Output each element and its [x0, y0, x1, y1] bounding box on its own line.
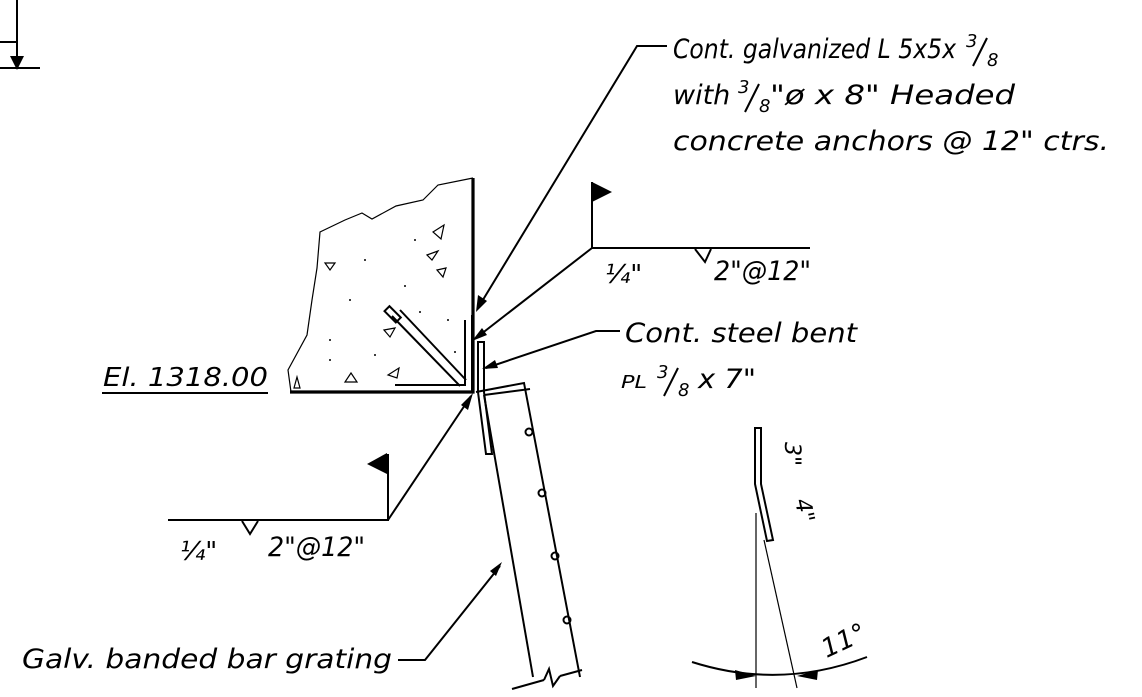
concrete-block — [287, 177, 475, 394]
plate-callout-frac-num: 3 — [657, 362, 668, 383]
grating-callout: Galv. banded bar grating — [22, 644, 392, 675]
plate-callout-frac-den: 8 — [678, 380, 689, 401]
elevation-label: El. 1318.00 — [103, 363, 268, 393]
grating-leader — [398, 562, 502, 661]
plate-detail-dim-upper: 3" — [779, 442, 804, 466]
top-weld-symbol — [591, 182, 810, 264]
bar-grating — [475, 381, 583, 690]
plate-detail-dim-lower: 4" — [789, 496, 818, 525]
angle-callout-frac-den: 8 — [987, 50, 998, 71]
angle-callout-line3: concrete anchors @ 12" ctrs. — [673, 126, 1109, 157]
angle-leader — [476, 45, 667, 312]
elevation-marker: El. 1318.00 — [102, 363, 268, 394]
angle-callout-line2-pre: with — [673, 80, 730, 111]
top-weld-text: ¼" 2"@12" — [605, 256, 811, 290]
angle-callout-line2-num: 3 — [738, 77, 749, 98]
galvanized-angle — [395, 315, 473, 392]
angle-callout-line2-den: 8 — [759, 96, 770, 117]
plate-detail: 3" 4" 11° — [691, 427, 871, 689]
angle-callout-line1: Cont. galvanized L 5x5x — [673, 34, 957, 65]
bottom-weld-size: ¼" — [180, 537, 217, 567]
top-weld-size: ¼" — [605, 260, 642, 290]
plate-callout: Cont. steel bent PL 3 8 x 7" — [621, 318, 859, 401]
angle-callout-line2-post: "ø x 8" Headed — [770, 80, 1016, 111]
angle-callout: Cont. galvanized L 5x5x 3 8 with 3 8 "ø … — [673, 31, 1109, 157]
top-weld-spacing: 2"@12" — [714, 256, 811, 287]
bottom-weld-spacing: 2"@12" — [268, 532, 365, 563]
bottom-weld-text: ¼" 2"@12" — [180, 532, 365, 567]
headed-anchor — [383, 304, 467, 387]
plate-callout-line2-post: x 7" — [697, 364, 756, 395]
plate-callout-line1: Cont. steel bent — [625, 318, 859, 349]
plate-leader — [482, 330, 620, 369]
plate-symbol: PL — [621, 372, 647, 393]
bottom-weld-symbol — [168, 453, 389, 536]
angle-callout-frac-num: 3 — [966, 31, 977, 52]
bottom-weld-leader — [387, 393, 473, 521]
top-weld-leader — [472, 247, 593, 341]
section-cut-marker — [0, 0, 40, 70]
